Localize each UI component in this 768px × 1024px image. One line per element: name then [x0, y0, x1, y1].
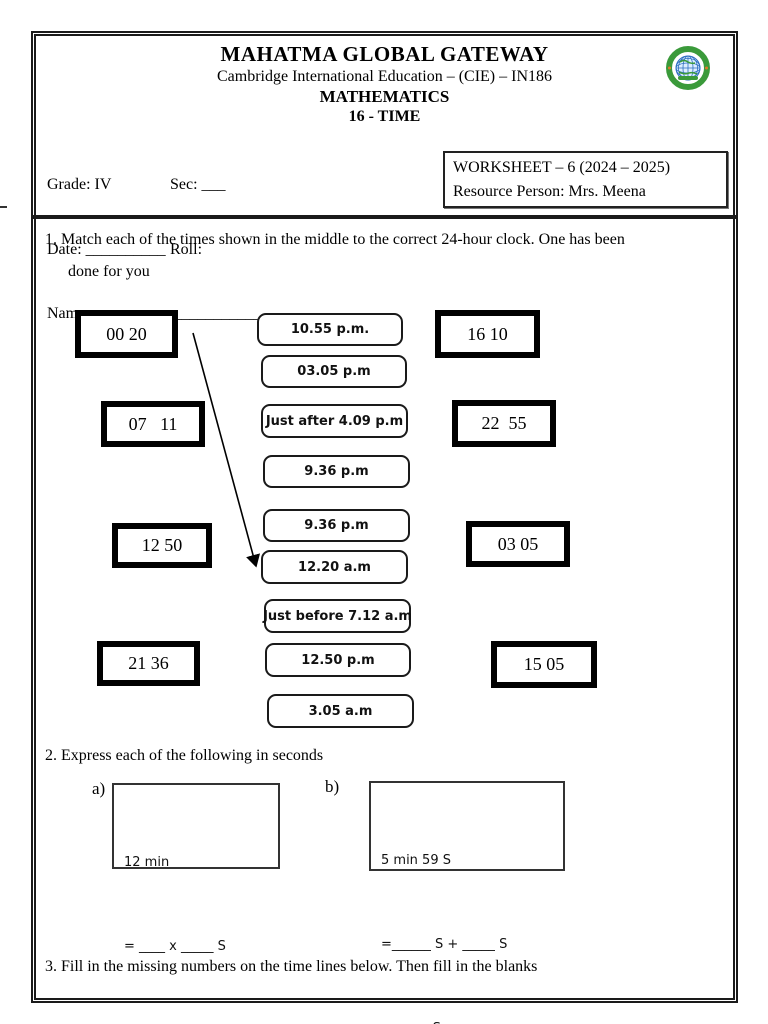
time-option-0305pm[interactable]: 03.05 p.m	[261, 355, 407, 388]
q2b-line3[interactable]: = _____ S	[381, 1015, 553, 1024]
q2b-line2[interactable]: =______ S + _____ S	[381, 937, 508, 952]
clock-box-0711[interactable]: 07 11	[101, 401, 205, 447]
time-option-936pm-2[interactable]: 9.36 p.m	[263, 509, 410, 542]
clock-box-1505[interactable]: 15 05	[491, 641, 597, 688]
clock-box-1610[interactable]: 16 10	[435, 310, 540, 358]
worksheet-number: WORKSHEET – 6 (2024 – 2025)	[453, 159, 671, 176]
grade-label: Grade: IV	[47, 176, 112, 193]
time-option-1055pm[interactable]: 10.55 p.m.	[257, 313, 403, 346]
q2a-answer-box[interactable]: 12 min = ____ x _____ S = _____ S	[112, 783, 280, 1024]
time-option-justbefore712am[interactable]: Just before 7.12 a.m	[263, 599, 412, 633]
date-field[interactable]: Date: __________	[47, 240, 166, 258]
time-option-1220am[interactable]: 12.20 a.m	[261, 550, 408, 584]
school-name: MAHATMA GLOBAL GATEWAY	[220, 42, 549, 66]
q2a-label: a)	[92, 779, 106, 798]
time-option-936pm-1[interactable]: 9.36 p.m	[263, 455, 410, 488]
page-border	[31, 31, 738, 1003]
clock-box-2136[interactable]: 21 36	[97, 641, 200, 686]
clock-box-0020[interactable]: 00 20	[75, 310, 178, 358]
header-divider	[31, 215, 738, 219]
clock-box-1250[interactable]: 12 50	[112, 523, 212, 568]
chapter-title: 16 - TIME	[348, 108, 421, 125]
time-option-justafter409pm[interactable]: Just after 4.09 p.m	[261, 404, 408, 438]
roll-field[interactable]: Roll:	[170, 240, 203, 258]
q2b-answer-box[interactable]: 5 min 59 S =______ S + _____ S = _____ S	[369, 781, 565, 1024]
student-info: Grade: IV Sec: ___ Date: __________ Roll…	[47, 131, 270, 368]
q2a-line1: 12 min	[124, 855, 170, 870]
q1-text-line1: 1. Match each of the times shown in the …	[45, 231, 625, 248]
time-option-305am[interactable]: 3.05 a.m	[267, 694, 414, 728]
time-option-1250pm[interactable]: 12.50 p.m	[265, 643, 411, 677]
clock-box-2255[interactable]: 22 55	[452, 400, 556, 447]
sec-field[interactable]: Sec: ___	[170, 176, 226, 193]
q2a-line2[interactable]: = ____ x _____ S	[124, 939, 226, 954]
q1-text-line2: done for you	[68, 263, 150, 280]
resource-person: Resource Person: Mrs. Meena	[453, 183, 646, 200]
subject-title: MATHEMATICS	[319, 87, 450, 106]
worksheet-info-box: WORKSHEET – 6 (2024 – 2025) Resource Per…	[443, 151, 728, 208]
clock-box-0305[interactable]: 03 05	[466, 521, 570, 567]
q2a-line3[interactable]: = _____ S	[124, 1017, 268, 1024]
school-logo-icon	[666, 46, 710, 90]
q2b-label: b)	[325, 777, 340, 796]
q2b-line1: 5 min 59 S	[381, 853, 451, 868]
edge-mark	[0, 206, 7, 208]
q3-text: 3. Fill in the missing numbers on the ti…	[45, 958, 538, 975]
q2-text: 2. Express each of the following in seco…	[45, 747, 324, 764]
cie-subtitle: Cambridge International Education – (CIE…	[216, 68, 552, 85]
header: MAHATMA GLOBAL GATEWAY Cambridge Interna…	[36, 42, 733, 126]
